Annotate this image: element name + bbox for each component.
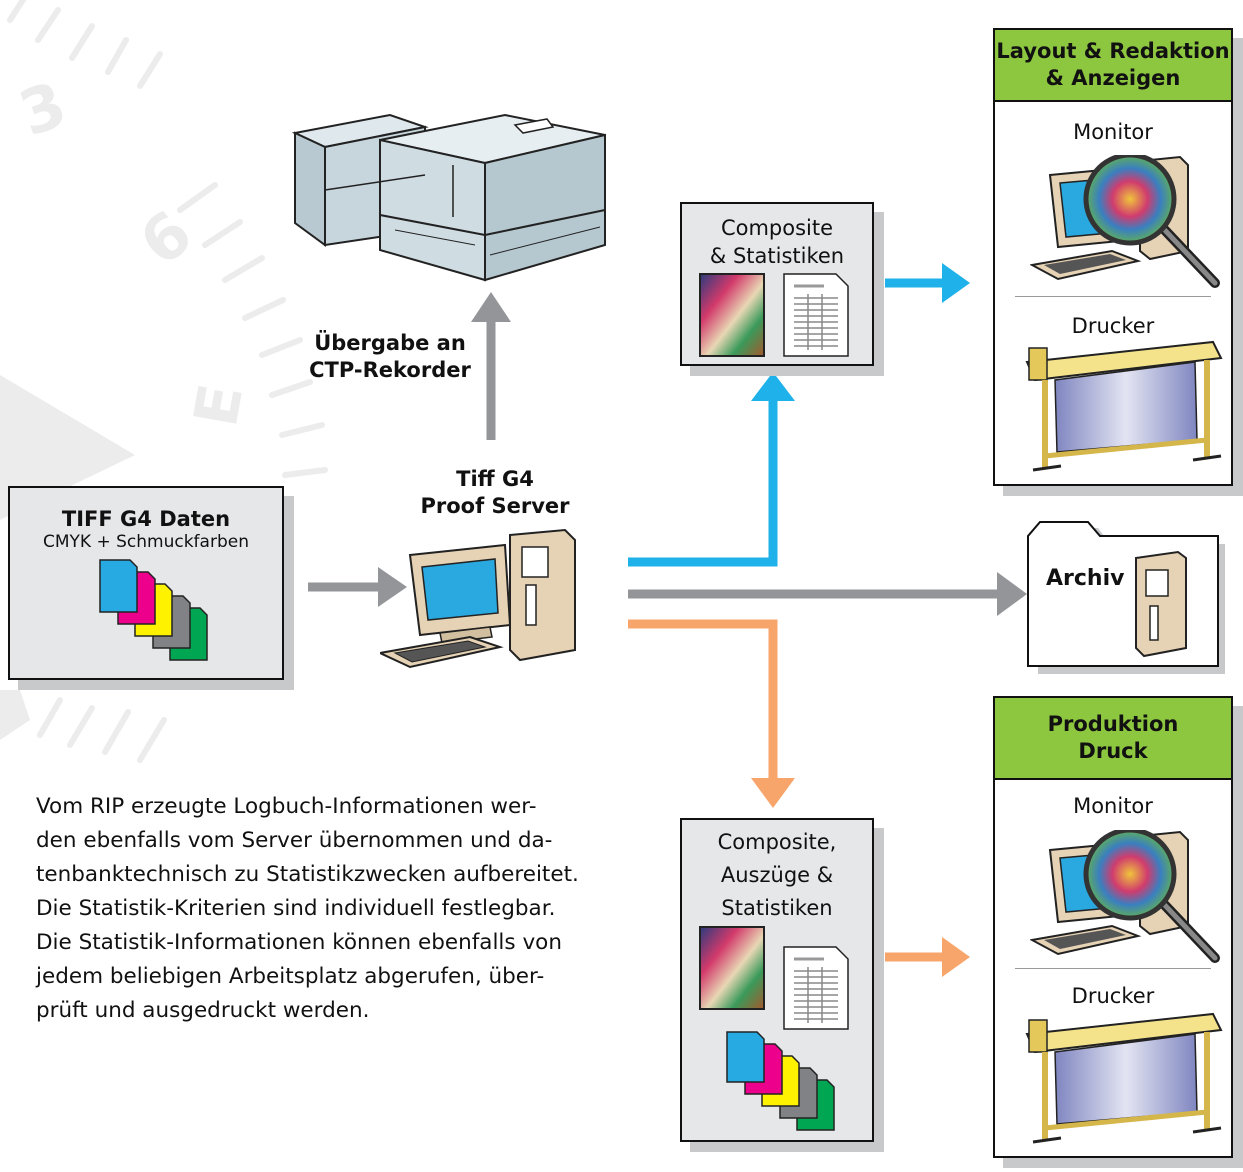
- paragraph-line: prüft und ausgedruckt werden.: [36, 998, 370, 1023]
- layout-column-divider: [1015, 296, 1211, 297]
- composite-bottom-line3: Statistiken: [721, 896, 833, 920]
- tower-pc-icon: [1135, 550, 1187, 658]
- production-column: Produktion Druck Monitor Drucker: [993, 696, 1233, 1158]
- server-label-line2: Proof Server: [420, 494, 570, 518]
- cmyk-pages-icon: [726, 1031, 835, 1131]
- layout-column-header-line2: & Anzeigen: [1045, 66, 1181, 90]
- layout-column-header-line1: Layout & Redaktion: [996, 39, 1230, 63]
- production-column-divider: [1015, 968, 1211, 969]
- ctp-label-line2: CTP-Rekorder: [309, 358, 471, 382]
- large-format-printer-icon: [1025, 340, 1223, 472]
- background-watermark: 3 6 E: [0, 0, 328, 763]
- composite-bottom-line2: Auszüge &: [720, 863, 834, 887]
- composite-top-line1: Composite: [720, 216, 834, 240]
- composite-top-line2: & Statistiken: [709, 244, 845, 268]
- layout-printer-label: Drucker: [1071, 314, 1155, 338]
- paragraph-line: Vom RIP erzeugte Logbuch-Informationen w…: [36, 794, 537, 819]
- paragraph-line: den ebenfalls vom Server übernommen und …: [36, 828, 553, 853]
- proof-print-icon: [699, 926, 765, 1010]
- description-paragraph: Vom RIP erzeugte Logbuch-Informationen w…: [36, 790, 581, 1028]
- layout-monitor-label: Monitor: [1073, 120, 1153, 144]
- cmyk-pages-icon: [99, 559, 208, 661]
- ctp-recorder-icon: [291, 113, 606, 282]
- server-label-line1: Tiff G4: [456, 467, 534, 491]
- production-column-header-line1: Produktion: [1047, 712, 1179, 736]
- arrow-server-to-composite: [628, 398, 778, 567]
- large-format-printer-icon: [1025, 1012, 1223, 1144]
- monitor-magnifier-icon: [1030, 830, 1220, 963]
- production-column-header: Produktion Druck: [995, 698, 1231, 780]
- paragraph-line: Die Statistik-Informationen können ebenf…: [36, 930, 562, 955]
- ctp-label-line1: Übergabe an: [314, 331, 466, 355]
- statistics-sheet-icon: [783, 273, 849, 357]
- computer-icon: [380, 528, 576, 669]
- production-monitor-label: Monitor: [1073, 794, 1153, 818]
- paragraph-line: Die Statistik-Kriterien sind individuell…: [36, 896, 556, 921]
- archive-label: Archiv: [1046, 566, 1125, 591]
- proof-print-icon: [699, 273, 765, 357]
- source-title: TIFF G4 Daten: [61, 507, 231, 531]
- arrow-server-to-separations: [628, 619, 778, 780]
- monitor-magnifier-icon: [1030, 155, 1220, 288]
- paragraph-line: tenbanktechnisch zu Statistikzwecken auf…: [36, 862, 579, 887]
- statistics-sheet-icon: [783, 946, 849, 1030]
- ctp-label: Übergabe an CTP-Rekorder: [300, 330, 480, 384]
- production-printer-label: Drucker: [1071, 984, 1155, 1008]
- layout-column-header: Layout & Redaktion & Anzeigen: [995, 30, 1231, 102]
- server-label: Tiff G4 Proof Server: [400, 466, 590, 520]
- source-subtitle: CMYK + Schmuckfarben: [43, 532, 249, 552]
- paragraph-line: jedem beliebigen Arbeitsplatz abgerufen,…: [36, 964, 545, 989]
- composite-bottom-line1: Composite,: [717, 830, 837, 854]
- production-column-header-line2: Druck: [1078, 739, 1148, 763]
